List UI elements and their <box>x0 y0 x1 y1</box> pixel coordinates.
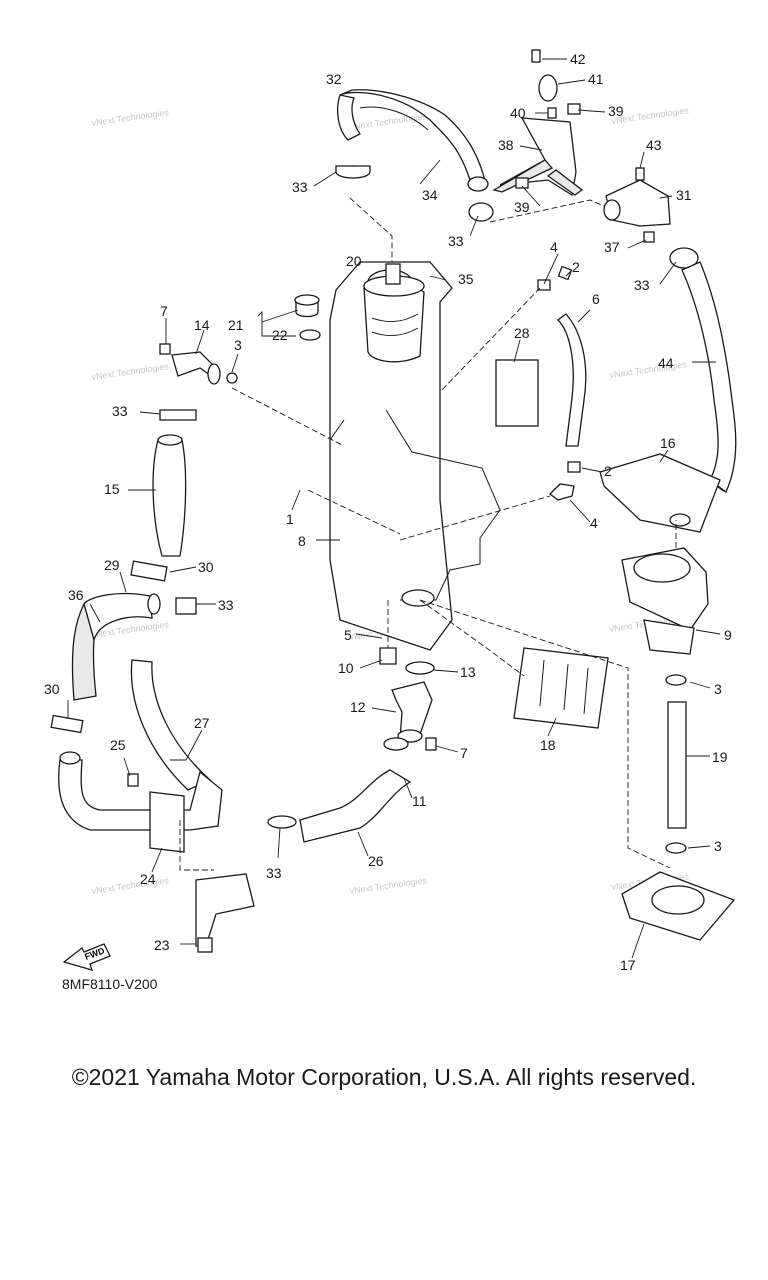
callout-3: 3 <box>234 337 242 353</box>
callout-24: 24 <box>140 871 156 887</box>
callout-28: 28 <box>514 325 530 341</box>
callout-22: 22 <box>272 327 288 343</box>
callout-39: 39 <box>514 199 530 215</box>
leader-lines <box>67 58 721 959</box>
callout-18: 18 <box>540 737 556 753</box>
callout-29: 29 <box>104 557 120 573</box>
hose-32-34 <box>335 89 494 222</box>
watermark: vNext Technologies <box>349 111 428 132</box>
callout-33: 33 <box>634 277 650 293</box>
callout-32: 32 <box>326 71 342 87</box>
assembly-lines <box>179 197 677 871</box>
watermark: vNext Technologies <box>349 875 428 896</box>
callout-30: 30 <box>44 681 60 697</box>
callout-11: 11 <box>412 793 427 809</box>
cap-20 <box>363 263 425 363</box>
watermark: vNext Technologies <box>609 359 688 380</box>
callout-33: 33 <box>266 865 282 881</box>
drawing-code: 8MF8110-V200 <box>62 976 158 992</box>
callout-15: 15 <box>104 481 120 497</box>
callout-44: 44 <box>658 355 674 371</box>
callout-13: 13 <box>460 664 476 680</box>
callout-5: 5 <box>344 627 352 643</box>
callout-4: 4 <box>590 515 598 531</box>
callout-35: 35 <box>458 271 474 287</box>
callout-17: 17 <box>620 957 636 973</box>
callout-9: 9 <box>724 627 732 643</box>
callout-14: 14 <box>194 317 210 333</box>
callout-2: 2 <box>604 463 612 479</box>
callout-36: 36 <box>68 587 84 603</box>
callout-27: 27 <box>194 715 210 731</box>
callout-41: 41 <box>588 71 604 87</box>
fwd-arrow-icon: FWD <box>62 943 111 971</box>
callout-6: 6 <box>592 291 600 307</box>
callout-12: 12 <box>350 699 366 715</box>
callout-34: 34 <box>422 187 438 203</box>
callout-33: 33 <box>292 179 308 195</box>
callout-23: 23 <box>154 937 170 953</box>
callout-8: 8 <box>298 533 306 549</box>
callout-38: 38 <box>498 137 514 153</box>
callout-2: 2 <box>572 259 580 275</box>
callout-16: 16 <box>660 435 676 451</box>
callout-25: 25 <box>110 737 126 753</box>
callout-10: 10 <box>338 660 354 676</box>
callout-33: 33 <box>218 597 234 613</box>
callout-31: 31 <box>676 187 692 203</box>
tube-6-and-fittings <box>495 265 587 501</box>
callout-37: 37 <box>604 239 620 255</box>
callout-33: 33 <box>112 403 128 419</box>
callout-4: 4 <box>550 239 558 255</box>
callout-42: 42 <box>570 51 586 67</box>
right-plates <box>599 453 736 941</box>
bracket-38-assembly <box>492 49 699 269</box>
callout-43: 43 <box>646 137 662 153</box>
callout-19: 19 <box>712 749 728 765</box>
lower-fittings <box>267 647 609 843</box>
callout-3: 3 <box>714 681 722 697</box>
left-hoses <box>50 343 255 953</box>
watermark: vNext Technologies <box>91 361 170 382</box>
callout-labels: 42 41 40 39 38 39 43 31 37 33 32 33 34 3… <box>44 51 732 973</box>
callout-20: 20 <box>346 253 362 269</box>
exploded-parts-diagram: vNext Technologies vNext Technologies vN… <box>44 49 737 973</box>
callout-33: 33 <box>448 233 464 249</box>
callout-40: 40 <box>510 105 526 121</box>
watermark: vNext Technologies <box>91 875 170 896</box>
callout-1: 1 <box>286 511 294 527</box>
callout-39: 39 <box>608 103 624 119</box>
cap-21 <box>294 294 321 341</box>
callout-7: 7 <box>460 745 468 761</box>
callout-26: 26 <box>368 853 384 869</box>
callout-30: 30 <box>198 559 214 575</box>
callout-3: 3 <box>714 838 722 854</box>
callout-7: 7 <box>160 303 168 319</box>
hose-44 <box>681 261 737 494</box>
watermark: vNext Technologies <box>91 107 170 128</box>
callout-21: 21 <box>228 317 244 333</box>
copyright-notice: ©2021 Yamaha Motor Corporation, U.S.A. A… <box>71 1064 697 1090</box>
